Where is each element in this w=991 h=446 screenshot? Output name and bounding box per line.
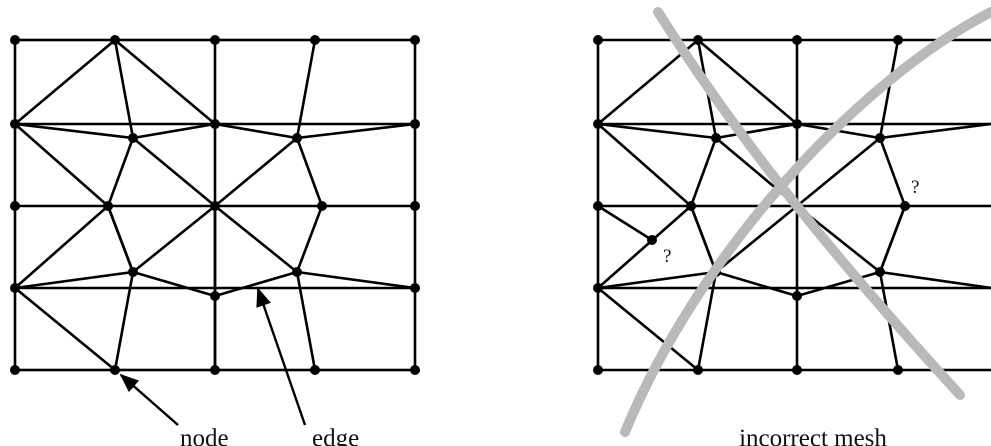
question-mark-1: ? bbox=[663, 246, 671, 267]
edge-label: edge bbox=[312, 425, 359, 446]
mesh-nodes-incorrect bbox=[593, 35, 910, 375]
question-mark-2: ? bbox=[911, 177, 919, 198]
node-label: node bbox=[180, 425, 229, 446]
incorrect-mesh: ? ? incorrect mesh bbox=[593, 7, 991, 446]
dangling-node-1 bbox=[647, 235, 657, 245]
edge-arrow bbox=[256, 287, 307, 426]
incorrect-mesh-caption: incorrect mesh bbox=[739, 425, 887, 446]
dangling-node-2 bbox=[900, 201, 910, 211]
mesh-nodes bbox=[10, 35, 420, 375]
mesh-edges bbox=[13, 38, 417, 372]
node-arrow bbox=[119, 373, 179, 426]
cross-out-mark bbox=[620, 7, 991, 437]
correct-mesh: node edge bbox=[10, 35, 420, 446]
